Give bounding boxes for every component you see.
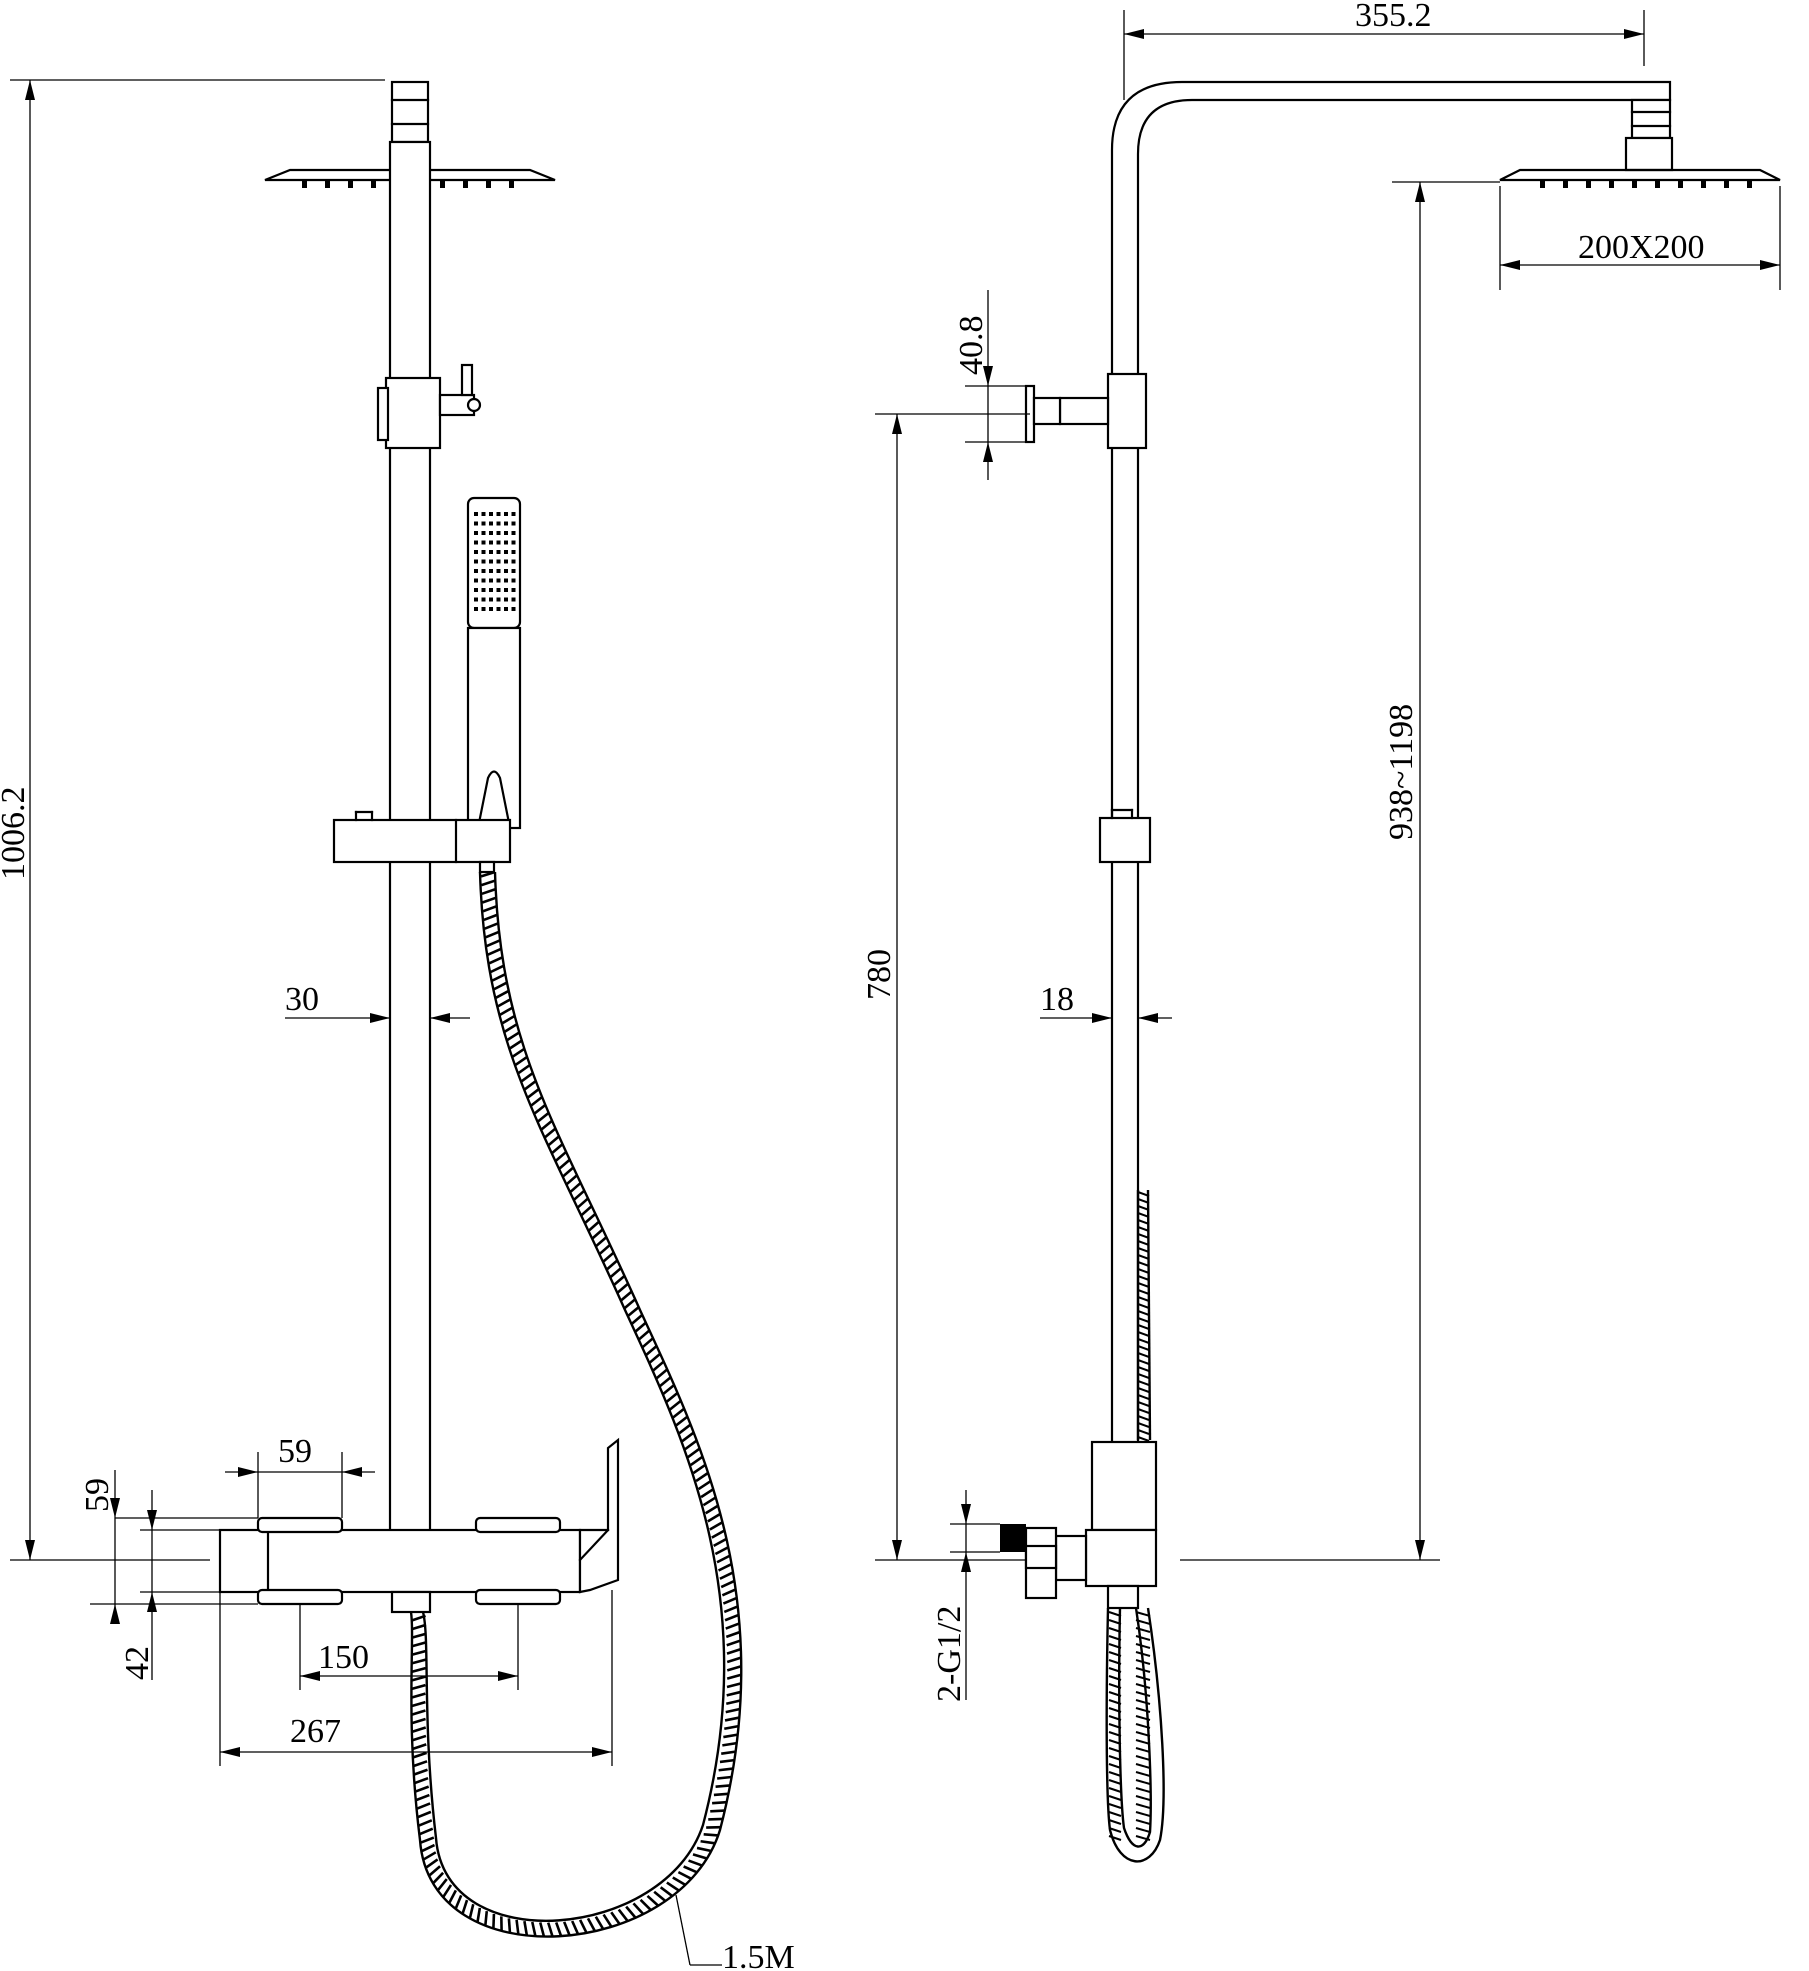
- dim-bracket-offset: 40.8: [953, 290, 1026, 480]
- side-mixer-body: [1000, 1440, 1158, 1610]
- diverter-block: [376, 363, 482, 450]
- bracket-height-label: 780: [861, 949, 898, 1000]
- body-height-label: 42: [119, 1646, 156, 1680]
- dim-inlet-spacing: 150: [299, 1604, 519, 1690]
- dim-arm-reach: 355.2: [1123, 0, 1645, 100]
- side-pipe-diameter-label: 18: [1040, 981, 1074, 1018]
- body-width-label: 267: [290, 1713, 341, 1750]
- side-shower-head: [1499, 168, 1781, 188]
- dim-inlet-thread: 2-G1/2: [931, 1490, 1000, 1702]
- slide-bracket: [332, 810, 512, 874]
- shower-hose: [409, 870, 743, 1938]
- total-height-label: 1006.2: [0, 787, 32, 881]
- hose-length-label: 1.5M: [722, 1939, 795, 1971]
- height-range-label: 938~1198: [1383, 704, 1420, 840]
- bracket-width-label: 59: [278, 1433, 312, 1470]
- dim-hose-length: 1.5M: [675, 1894, 795, 1971]
- dim-pipe-diameter: 30: [285, 981, 470, 1023]
- dim-bracket-height: 780: [861, 413, 1040, 1561]
- side-view: 355.2 200X200: [861, 0, 1781, 1863]
- arm-reach-label: 355.2: [1355, 0, 1432, 34]
- inlet-spacing-label: 150: [318, 1639, 369, 1676]
- shelf-height-label: 59: [79, 1478, 116, 1512]
- bracket-offset-label: 40.8: [953, 316, 990, 376]
- side-slide-bracket: [1098, 808, 1152, 864]
- dim-bracket-width: 59: [225, 1433, 375, 1518]
- shower-arm: [1110, 80, 1672, 382]
- pipe-diameter-label: 30: [285, 981, 319, 1018]
- side-hose: [1136, 1189, 1152, 1442]
- dim-height-range: 938~1198: [1180, 181, 1500, 1561]
- side-hose-loop: [1105, 1607, 1165, 1863]
- dim-body-heights: 59 42: [79, 1470, 258, 1680]
- arm-connector: [1630, 98, 1672, 140]
- head-size-label: 200X200: [1578, 229, 1705, 266]
- hand-shower: [466, 496, 522, 830]
- dim-side-pipe-diameter: 18: [1040, 981, 1172, 1023]
- dim-body-width: 267: [219, 1590, 613, 1766]
- dim-total-height: 1006.2: [0, 79, 385, 1561]
- side-riser-pipe: [1110, 376, 1140, 1560]
- top-connector: [390, 80, 430, 144]
- inlet-thread-label: 2-G1/2: [931, 1606, 968, 1702]
- front-view: 1006.2: [0, 79, 795, 1971]
- wall-bracket: [1024, 372, 1148, 450]
- mixer-body: [218, 1437, 620, 1614]
- dim-head-size: 200X200: [1499, 186, 1781, 290]
